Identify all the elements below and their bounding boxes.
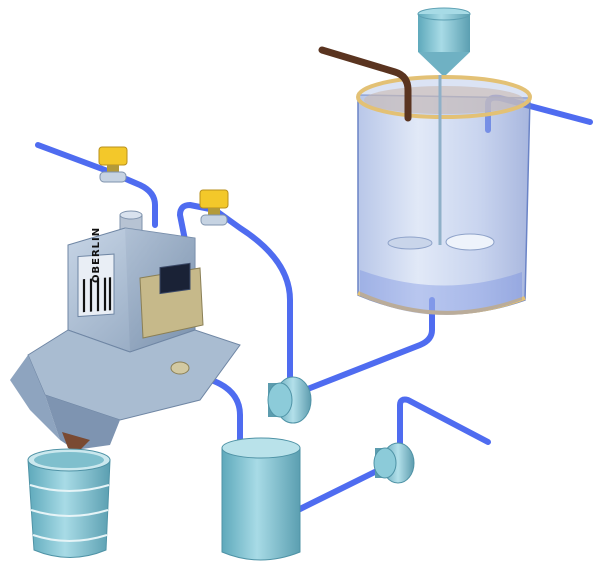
pipe-tank-to-pump [297, 297, 435, 395]
filter-unit: OBERLIN [10, 210, 241, 452]
valve-middle [199, 189, 229, 226]
filter-outlet [170, 361, 190, 375]
pipe-pump-outlet [397, 396, 491, 458]
pump-right [373, 442, 415, 484]
stirrer-blade-right [445, 233, 495, 251]
feed-hopper [417, 7, 471, 75]
brand-plate: OBERLIN [77, 227, 115, 318]
discharge-chute [62, 432, 90, 452]
display-window [159, 262, 191, 295]
holding-vessel [221, 437, 301, 561]
pipe-middle-inlet [177, 202, 293, 388]
brown-inlet-pipe [318, 46, 412, 122]
valve-top [98, 146, 128, 183]
mixing-tank [356, 75, 532, 316]
collection-bin [27, 448, 111, 558]
pipe-top-inlet [35, 142, 158, 228]
brand-label: OBERLIN [91, 227, 102, 283]
stirrer-blade-left [387, 236, 433, 250]
pump-left [267, 376, 312, 424]
